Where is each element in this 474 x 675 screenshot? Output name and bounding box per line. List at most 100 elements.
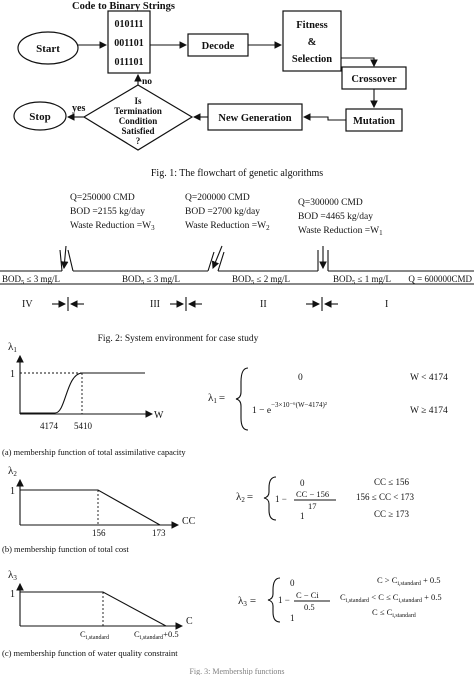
- inflow-2-arrow: [211, 245, 223, 270]
- new-generation-label: New Generation: [218, 113, 291, 124]
- eq-b-case0: 0: [300, 478, 305, 488]
- bod-label-iii: BOD5 ≤ 3 mg/L: [122, 274, 180, 286]
- membership-a: λ1 1 W 4174 5410: [8, 341, 164, 431]
- eq-b-cond0: CC ≤ 156: [374, 477, 409, 487]
- fig3-caption-cut: Fig. 3: Membership functions: [189, 667, 284, 675]
- source1-waste: Waste Reduction =W1: [298, 226, 383, 237]
- reach-iii: III: [150, 299, 160, 310]
- eq-b-lhs: λ2=: [236, 491, 253, 504]
- source1-q: Q=300000 CMD: [298, 198, 363, 208]
- caption-b: (b) membership function of total cost: [2, 544, 129, 554]
- new-generation-box: [207, 103, 303, 131]
- eq-b-denominator: 17: [308, 501, 317, 511]
- eq-c-lhs: λ3=: [238, 595, 256, 608]
- caption-c: (c) membership function of water quality…: [2, 648, 178, 658]
- eq-b-numerator: CC − 156: [296, 489, 329, 499]
- eq-c-brace: [267, 577, 281, 623]
- eq-c-numerator: C − Ci: [296, 590, 319, 600]
- binary-strings-box: [107, 10, 151, 74]
- stop-label: Stop: [29, 111, 50, 123]
- svg-text:1: 1: [10, 369, 15, 380]
- bod-label-iv: BOD5 ≤ 3 mg/L: [2, 274, 60, 286]
- fig2-caption: Fig. 2: System environment for case stud…: [98, 333, 259, 344]
- lambda3-axis-label: λ3: [8, 569, 17, 582]
- source2-waste: Waste Reduction =W2: [185, 221, 270, 232]
- fitness-box: [282, 10, 342, 72]
- eq-a-brace: [235, 367, 249, 431]
- svg-text:1: 1: [10, 486, 15, 497]
- eq-b-cond1: 156 ≤ CC < 173: [356, 492, 415, 502]
- fitness-label-3: Selection: [292, 54, 332, 65]
- svg-text:173: 173: [152, 528, 166, 538]
- svg-text:C: C: [186, 616, 193, 627]
- svg-text:156: 156: [92, 528, 106, 538]
- svg-text:W: W: [154, 410, 164, 421]
- reach-i: I: [385, 299, 388, 310]
- decode-label: Decode: [202, 41, 235, 52]
- flowchart-header: Code to Binary Strings: [72, 1, 175, 12]
- membership-a-curve: [20, 372, 145, 414]
- termination-label-2: Termination: [114, 106, 162, 116]
- membership-c-curve: [20, 591, 167, 627]
- eq-c-case0: 0: [290, 578, 295, 588]
- eq-b-brace: [263, 476, 277, 521]
- flow-label: Q = 600000CMD: [408, 274, 472, 284]
- reach-boundaries: [52, 297, 338, 311]
- start-node: [17, 31, 79, 65]
- binary-string-3: 011101: [115, 57, 144, 68]
- membership-b-curve: [20, 489, 161, 526]
- bod-label-i: BOD5 ≤ 1 mg/L: [333, 274, 391, 286]
- source2-q: Q=200000 CMD: [185, 193, 250, 203]
- eq-a-lhs: λ1=: [208, 392, 225, 405]
- svg-text:4174: 4174: [40, 421, 59, 431]
- lambda1-axis-label: λ1: [8, 341, 17, 354]
- termination-diamond: [82, 84, 194, 151]
- lambda2-axis-label: λ2: [8, 465, 17, 478]
- fitness-label-1: Fitness: [296, 20, 328, 31]
- fig1-caption: Fig. 1: The flowchart of genetic algorit…: [151, 168, 323, 179]
- eq-c-cond2: C ≤ Ci,standard: [372, 607, 416, 619]
- termination-label-4: Satisfied: [121, 126, 154, 136]
- eq-c-case1: 1 −: [278, 595, 290, 605]
- tick-c-standard-plus: Ci,standard+0.5: [134, 629, 179, 641]
- mutation-label: Mutation: [353, 116, 395, 127]
- inflow-3-arrow: [60, 245, 69, 270]
- reach-ii: II: [260, 299, 267, 310]
- eq-a-case1: 1 − e−3×10⁻⁶(W−4174)²: [252, 401, 327, 416]
- source3-bod: BOD =2155 kg/day: [70, 207, 145, 217]
- source3-waste: Waste Reduction =W3: [70, 221, 155, 232]
- reach-iv: IV: [22, 299, 33, 310]
- membership-c: λ3 1 C Ci,standard Ci,standard+0.5: [8, 569, 193, 641]
- eq-b-case1: 1 −: [275, 494, 287, 504]
- inflow-1: [317, 250, 329, 271]
- stop-node: [13, 101, 67, 131]
- eq-b-cond2: CC ≥ 173: [374, 509, 409, 519]
- eq-a-cond0: W < 4174: [410, 373, 448, 383]
- eq-c-cond0: C > Ci,standard + 0.5: [377, 575, 441, 587]
- start-label: Start: [36, 43, 60, 55]
- eq-c-case2: 1: [290, 613, 295, 623]
- source1-bod: BOD =4465 kg/day: [298, 212, 373, 222]
- termination-label-3: Condition: [119, 116, 158, 126]
- svg-text:1: 1: [10, 589, 15, 600]
- arrow-fitness-to-crossover: [341, 57, 378, 68]
- inflow-3: [59, 249, 74, 272]
- yes-label: yes: [72, 103, 85, 114]
- source2-bod: BOD =2700 kg/day: [185, 207, 260, 217]
- svg-text:5410: 5410: [74, 421, 93, 431]
- svg-text:CC: CC: [182, 516, 196, 527]
- termination-label-5: ?: [136, 136, 141, 146]
- eq-b-case2: 1: [300, 511, 305, 521]
- caption-a: (a) membership function of total assimil…: [2, 447, 186, 457]
- eq-c-cond1: Ci,standard < C ≤ Ci,standard + 0.5: [340, 592, 442, 604]
- crossover-label: Crossover: [351, 74, 397, 85]
- bod-label-ii: BOD5 ≤ 2 mg/L: [232, 274, 290, 286]
- binary-string-2: 001101: [114, 38, 143, 49]
- tick-c-standard: Ci,standard: [80, 629, 109, 641]
- termination-label-1: Is: [134, 96, 142, 106]
- eq-a-cond1: W ≥ 4174: [410, 406, 448, 416]
- fitness-label-2: &: [308, 37, 317, 48]
- source3-q: Q=250000 CMD: [70, 193, 135, 203]
- eq-a-case0: 0: [298, 373, 303, 383]
